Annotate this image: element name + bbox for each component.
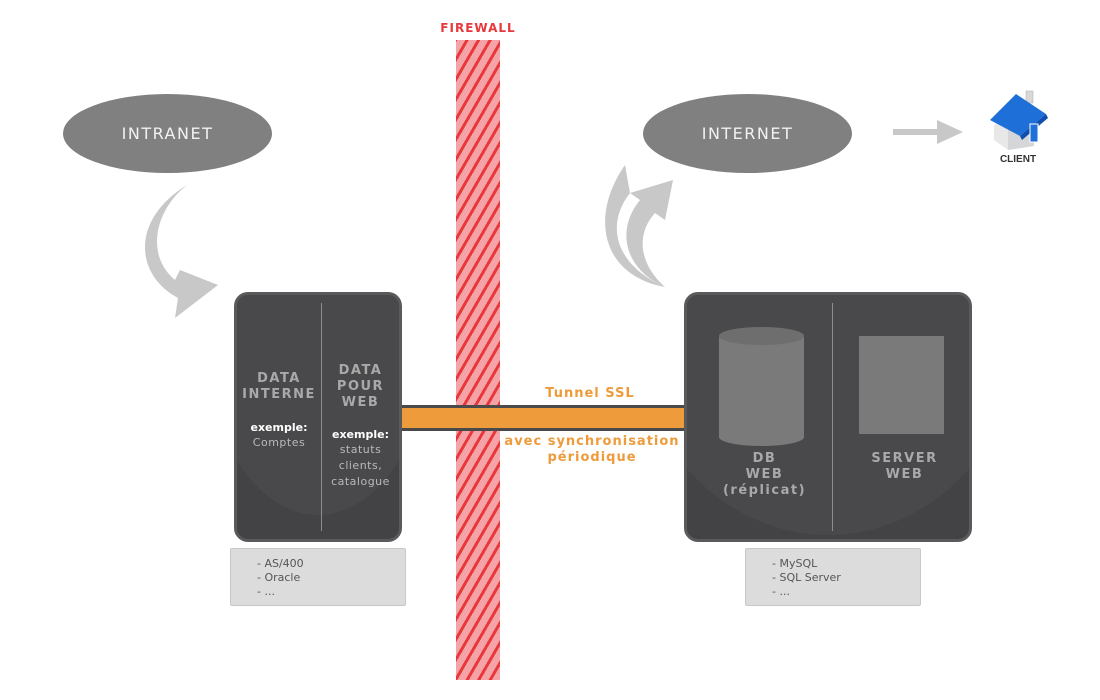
list-item: - ... [257,585,275,598]
title-line: POUR [336,379,385,394]
tunnel-sublabel: avec synchronisation périodique [492,434,692,466]
intranet-label: INTRANET [121,124,214,143]
firewall-wall [456,40,500,680]
web-db-list: - MySQL - SQL Server - ... [745,548,921,606]
house-icon [990,90,1048,150]
tunnel-label: Tunnel SSL [545,386,635,401]
internet-label: INTERNET [701,124,794,143]
title-line: DB [752,451,777,466]
example-line: catalogue [331,475,390,488]
firewall-label: FIREWALL [440,21,516,35]
column-divider [832,303,833,531]
list-item: - Oracle [257,571,301,584]
title-line: (réplicat) [722,483,807,498]
intranet-zone: INTRANET [63,94,272,173]
intranet-db-list: - AS/400 - Oracle - ... [230,548,406,606]
data-pour-web-title: DATA POUR WEB [322,363,399,411]
list-item: - SQL Server [772,571,841,584]
list-item: - ... [772,585,790,598]
column-divider [321,303,322,531]
example-label: exemple: [250,421,308,434]
title-line: INTERNE [242,387,316,402]
box-sheen [237,295,399,515]
internet-zone: INTERNET [643,94,852,173]
client-label: CLIENT [999,154,1037,165]
curved-arrow-up-icon [605,165,673,287]
curved-arrow-down-icon [144,185,218,318]
database-icon-top [719,327,804,345]
title-line: SERVER [871,451,938,466]
tunnel-sublabel-line: périodique [547,450,637,465]
example-line: clients, [338,459,383,472]
arrow-right-icon [893,120,963,144]
list-item: - MySQL [772,557,818,570]
title-line: DATA [338,363,383,378]
tunnel-sublabel-line: avec synchronisation [504,434,680,449]
database-icon [719,337,804,437]
example-label: exemple: [332,428,389,441]
title-line: WEB [745,467,784,482]
server-web-title: SERVER WEB [857,451,952,483]
example-line: statuts [339,443,382,456]
server-icon [859,336,944,434]
intranet-server-box: DATA INTERNE exemple: Comptes DATA POUR … [234,292,402,542]
example-values: Comptes [237,435,321,451]
data-interne-title: DATA INTERNE [237,371,321,403]
ssl-tunnel [399,405,687,431]
title-line: DATA [257,371,301,386]
example-line: Comptes [252,436,306,449]
title-line: WEB [885,467,924,482]
list-item: - AS/400 [257,557,304,570]
example-values: statuts clients, catalogue [322,442,399,490]
db-web-title: DB WEB (réplicat) [717,451,812,499]
title-line: WEB [341,395,380,410]
